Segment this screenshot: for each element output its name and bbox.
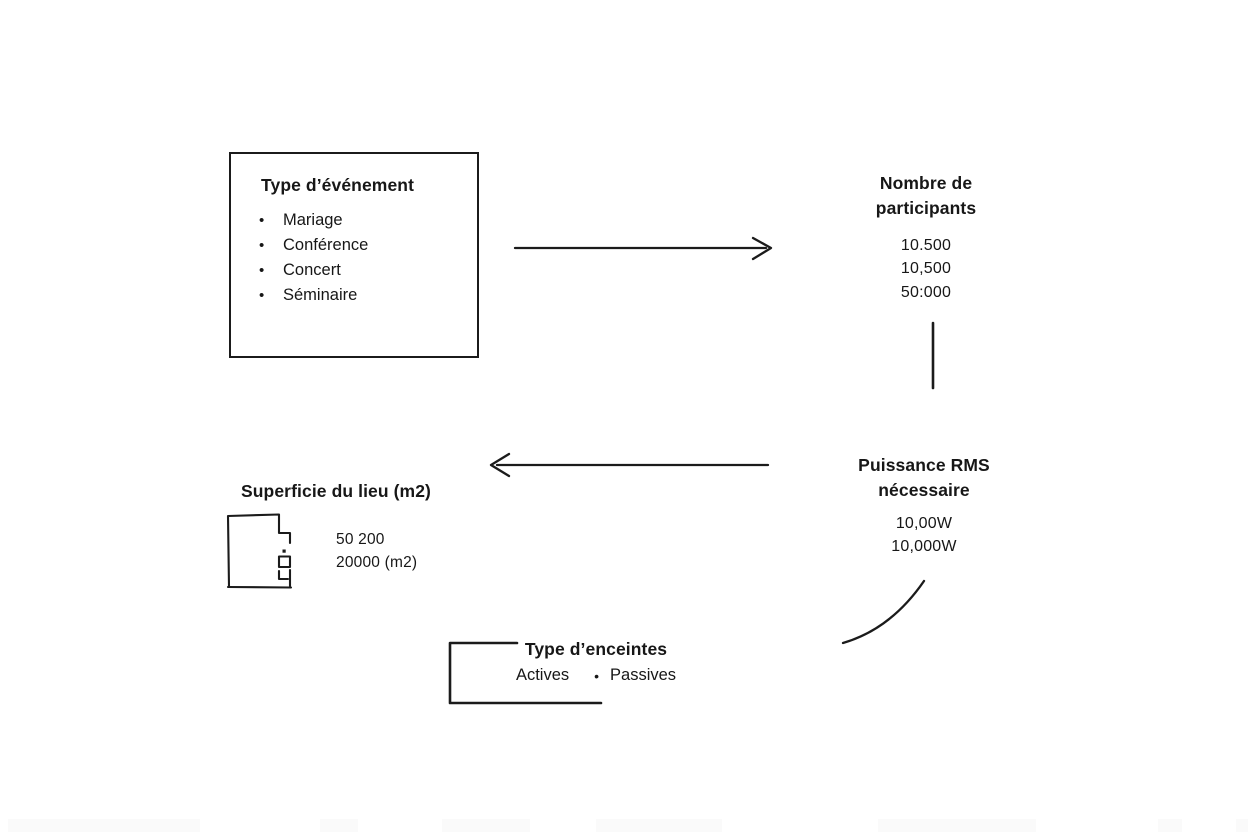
event-type-title: Type d’événement	[261, 175, 414, 195]
bottom-artifact-block	[320, 819, 358, 832]
event-type-item-label: Mariage	[283, 211, 343, 229]
participants-values: 10.500 10,500 50:000	[846, 234, 1006, 304]
area-title: Superficie du lieu (m2)	[241, 481, 431, 501]
bottom-artifact-block	[1158, 819, 1182, 832]
arrow-power-to-area	[489, 452, 770, 478]
list-item: • Concert	[259, 258, 477, 283]
area-values: 50 200 20000 (m2)	[336, 528, 417, 574]
bullet-icon: •	[259, 287, 265, 304]
event-type-item-label: Séminaire	[283, 286, 358, 304]
bottom-artifact-block	[878, 819, 1036, 832]
event-type-list: • Mariage • Conférence • Concert • Sémin…	[259, 208, 477, 308]
bottom-artifact-block	[8, 819, 200, 832]
speakers-option-label: Passives	[610, 666, 677, 684]
event-type-item-label: Conférence	[283, 236, 369, 254]
bottom-artifact-block	[442, 819, 530, 832]
power-value: 10,00W	[895, 515, 953, 532]
bullet-icon: •	[259, 237, 265, 254]
participants-title: Nombre de participants	[846, 171, 1006, 220]
speakers-bracket	[448, 641, 603, 705]
floor-plan-icon	[226, 513, 293, 589]
power-values: 10,00W 10,000W	[824, 512, 1024, 559]
bullet-icon: •	[259, 262, 265, 279]
list-item: • Conférence	[259, 233, 477, 258]
power-title-line1: Puissance RMS	[858, 455, 990, 475]
bottom-artifact-block	[1236, 819, 1248, 832]
arrow-event-to-participants	[513, 236, 773, 261]
area-value: 50 200	[336, 531, 385, 548]
power-value: 10,000W	[891, 538, 957, 556]
participants-title-line2: participants	[875, 197, 977, 218]
dot-separator-icon: •	[594, 667, 600, 684]
list-item: • Séminaire	[259, 283, 477, 308]
speakers-options: Actives • Passives	[476, 666, 716, 685]
event-type-item-label: Concert	[283, 261, 341, 279]
connector-power-to-speakers	[841, 579, 926, 645]
bottom-artifact-block	[596, 819, 722, 832]
participants-title-line1: Nombre de	[879, 173, 973, 193]
event-type-box: Type d’événement • Mariage • Conférence …	[229, 152, 479, 358]
speakers-option-label: Actives	[515, 666, 570, 684]
power-title: Puissance RMS nécessaire	[824, 453, 1024, 502]
participants-value: 10,500	[900, 260, 952, 278]
area-value: 20000 (m2)	[336, 554, 418, 571]
list-item: • Mariage	[259, 208, 477, 233]
speakers-title: Type d’enceintes	[524, 639, 668, 659]
participants-value: 50:000	[900, 283, 952, 301]
bullet-icon: •	[259, 212, 265, 229]
power-title-line2: nécessaire	[878, 479, 970, 500]
participants-value: 10.500	[900, 237, 952, 254]
